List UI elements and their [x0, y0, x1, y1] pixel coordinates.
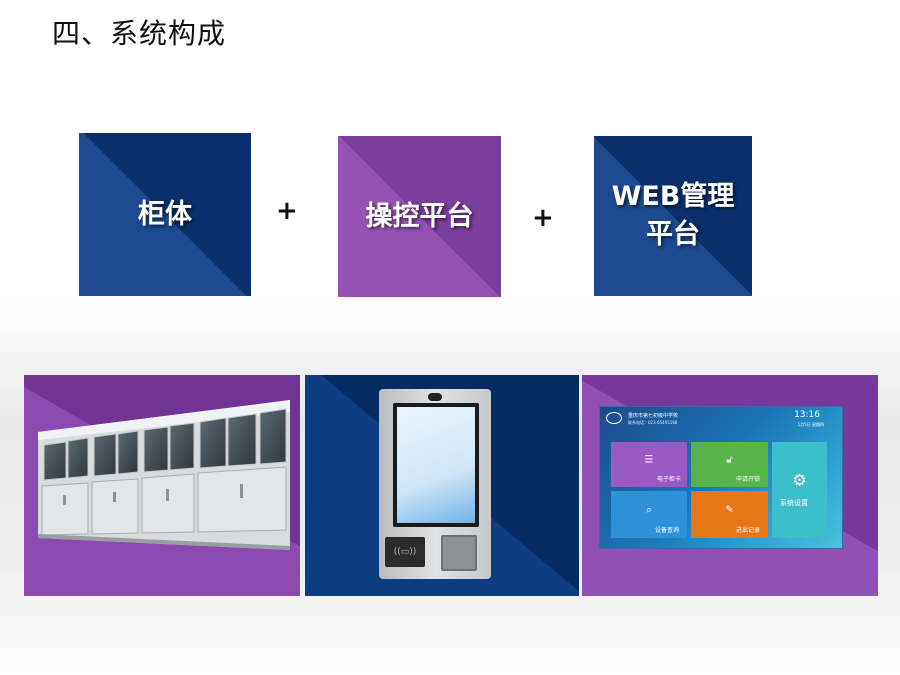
lock-icon: 🔓︎ [726, 454, 733, 466]
app-screen: 重庆市第七初级中学校 联系电话：023-65405168 13:16 1月5日 … [599, 406, 843, 549]
cabinet-photo-panel [24, 375, 300, 596]
app-header: 重庆市第七初级中学校 联系电话：023-65405168 13:16 1月5日 … [604, 410, 840, 430]
system-settings-tile[interactable]: ⚙ 系统设置 [772, 442, 827, 538]
device-query-tile[interactable]: ⌕ 设备查询 [611, 491, 687, 538]
cabinet-image [38, 400, 290, 550]
tile-label: 申请开锁 [736, 476, 761, 483]
tile-label: 系统设置 [780, 499, 808, 507]
clock-time: 13:16 [794, 410, 820, 420]
web-app-screenshot-panel: 重庆市第七初级中学校 联系电话：023-65405168 13:16 1月5日 … [582, 375, 878, 596]
tile-label: 进出记录 [736, 527, 761, 534]
tile-label: 设备查询 [655, 527, 680, 534]
access-records-tile[interactable]: ✎ 进出记录 [691, 491, 768, 538]
page-title: 四、系统构成 [52, 17, 227, 50]
gears-icon: ⚙ [792, 470, 807, 490]
tile-label: 电子柜卡 [657, 476, 682, 483]
contact-phone: 联系电话：023-65405168 [628, 420, 678, 425]
school-name: 重庆市第七初级中学校 [628, 413, 679, 419]
cabinet-body-tile: 柜体 [79, 133, 251, 296]
tile-label: 柜体 [138, 198, 192, 230]
keypad-icon [441, 535, 477, 571]
list-icon: ☰ [644, 454, 654, 466]
school-logo-icon [606, 412, 622, 424]
card-reader-icon: ((▭)) [385, 537, 425, 567]
control-platform-tile: 操控平台 [338, 136, 501, 297]
kiosk-photo-panel: ((▭)) [305, 375, 579, 596]
kiosk-device: ((▭)) [379, 389, 491, 579]
search-document-icon: ⌕ [646, 504, 652, 516]
plus-sign: + [532, 203, 554, 233]
tile-label: 操控平台 [365, 200, 474, 232]
edit-document-icon: ✎ [725, 504, 734, 516]
kiosk-screen [393, 403, 479, 527]
tile-label-line-1: WEB管理 [611, 181, 735, 212]
clock-date: 1月5日 星期四 [797, 422, 824, 427]
kiosk-screen-content [397, 407, 475, 523]
camera-icon [428, 393, 442, 401]
tile-label-line-2: 平台 [646, 219, 700, 250]
unlock-request-tile[interactable]: 🔓︎ 申请开锁 [691, 442, 768, 487]
plus-sign: + [276, 196, 298, 226]
electronic-card-tile[interactable]: ☰ 电子柜卡 [611, 442, 687, 487]
web-management-platform-tile: WEB管理 平台 [594, 136, 752, 296]
